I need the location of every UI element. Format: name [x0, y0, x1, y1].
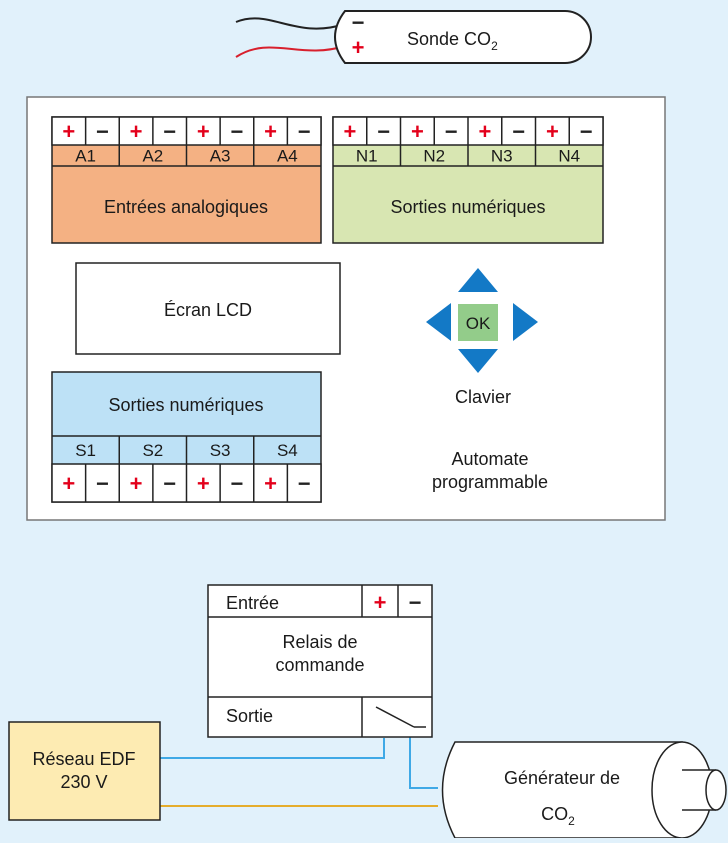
- digital-outputs-n-minus-terminal: −: [512, 119, 525, 144]
- digital-outputs-n-plus-terminal: +: [343, 119, 356, 144]
- digital-outputs-n-channel-label: N4: [558, 147, 580, 166]
- analog-inputs-minus-terminal: −: [298, 119, 311, 144]
- edf-grid: Réseau EDF 230 V: [8, 721, 161, 821]
- digital-outputs-n-terminals: +−+−+−+−: [343, 117, 593, 145]
- analog-inputs-minus-terminal: −: [231, 119, 244, 144]
- analog-inputs-minus-terminal: −: [163, 119, 176, 144]
- digital-outputs-n-title: Sorties numériques: [390, 197, 545, 217]
- sensor-label: Sonde CO2: [407, 29, 498, 53]
- edf-grid-box: [8, 721, 161, 821]
- lcd-screen-frame: [75, 262, 341, 355]
- sensor-body: [334, 10, 592, 64]
- sensor-label-main: Sonde CO: [407, 29, 491, 49]
- sensor-plus-label: +: [352, 35, 365, 60]
- co2-sensor: − + Sonde CO2: [235, 10, 592, 64]
- analog-inputs-title: Entrées analogiques: [104, 197, 268, 217]
- keypad-up-arrow-icon[interactable]: [458, 268, 498, 292]
- wire-blue: [160, 738, 385, 759]
- digital-outputs-n-plus-terminal: +: [411, 119, 424, 144]
- keypad-label: Clavier: [455, 387, 511, 407]
- digital-outputs-s-plus-terminal: +: [130, 471, 143, 496]
- relay-minus-terminal: −: [409, 590, 422, 615]
- relay-title-line2: commande: [275, 655, 364, 675]
- edf-grid-line1: Réseau EDF: [32, 749, 135, 769]
- digital-outputs-s-channel-label: S1: [75, 441, 96, 460]
- keypad-left-arrow-icon[interactable]: [426, 303, 451, 341]
- keypad: OK Clavier: [426, 268, 538, 407]
- digital-outputs-n-plus-terminal: +: [546, 119, 559, 144]
- edf-grid-line2: 230 V: [60, 772, 107, 792]
- analog-inputs-plus-terminal: +: [197, 119, 210, 144]
- digital-outputs-s-channel-label: S4: [277, 441, 298, 460]
- co2-generator: Générateur de CO2: [441, 741, 727, 839]
- lcd-screen-label: Écran LCD: [164, 300, 252, 320]
- digital-outputs-n-channel-label: N1: [356, 147, 378, 166]
- analog-inputs-channel-label: A1: [75, 147, 96, 166]
- digital-outputs-s-minus-terminal: −: [96, 471, 109, 496]
- digital-outputs-s-plus-terminal: +: [62, 471, 75, 496]
- analog-inputs-channels: A1 A2 A3 A4: [75, 145, 298, 166]
- digital-outputs-s-channel-label: S2: [142, 441, 163, 460]
- keypad-right-arrow-icon[interactable]: [513, 303, 538, 341]
- digital-outputs-s-terminals: +−+−+−+−: [62, 464, 311, 502]
- sensor-minus-label: −: [352, 10, 365, 35]
- digital-outputs-n-channel-label: N2: [423, 147, 445, 166]
- digital-outputs-n-minus-terminal: −: [580, 119, 593, 144]
- digital-outputs-s-channels: S1 S2 S3 S4: [75, 436, 298, 464]
- generator-line2-main: CO: [541, 804, 568, 824]
- sensor-wire-black: [235, 17, 346, 30]
- digital-outputs-n-minus-terminal: −: [377, 119, 390, 144]
- generator-line2-sub: 2: [568, 814, 575, 828]
- command-relay: Entrée + − Relais de commande Sortie: [207, 584, 433, 738]
- analog-inputs-channel-label: A3: [210, 147, 231, 166]
- generator-nozzle-end: [705, 769, 727, 811]
- digital-outputs-s-channel-label: S3: [210, 441, 231, 460]
- sensor-wire-red: [235, 45, 346, 58]
- digital-outputs-s-minus-terminal: −: [163, 471, 176, 496]
- analog-inputs-plus-terminal: +: [62, 119, 75, 144]
- relay-input-label: Entrée: [226, 593, 279, 613]
- keypad-ok-label: OK: [466, 314, 491, 333]
- digital-outputs-s-title: Sorties numériques: [108, 395, 263, 415]
- relay-switch-icon: [375, 706, 415, 728]
- digital-outputs-n-channels: N1 N2 N3 N4: [356, 145, 580, 166]
- wire-blue-generator: [409, 730, 438, 789]
- generator-line2: CO2: [541, 804, 575, 828]
- analog-inputs-channel-label: A2: [142, 147, 163, 166]
- analog-inputs-channel-label: A4: [277, 147, 298, 166]
- digital-outputs-n-channel-label: N3: [491, 147, 513, 166]
- digital-outputs-s-plus-terminal: +: [197, 471, 210, 496]
- lcd-screen: Écran LCD: [75, 262, 341, 355]
- analog-inputs-minus-terminal: −: [96, 119, 109, 144]
- relay-plus-terminal: +: [374, 590, 387, 615]
- relay-title-line1: Relais de: [282, 632, 357, 652]
- digital-outputs-s-minus-terminal: −: [231, 471, 244, 496]
- sensor-label-sub: 2: [491, 39, 498, 53]
- digital-outputs-s-plus-terminal: +: [264, 471, 277, 496]
- relay-output-label: Sortie: [226, 706, 273, 726]
- keypad-down-arrow-icon[interactable]: [458, 349, 498, 373]
- generator-line1: Générateur de: [504, 768, 620, 788]
- analog-inputs-terminals: +−+−+−+−: [62, 117, 311, 145]
- keypad-ok-button[interactable]: [458, 304, 498, 341]
- relay-frame: [207, 584, 433, 738]
- automate-caption-line2: programmable: [432, 472, 548, 492]
- digital-outputs-n-plus-terminal: +: [478, 119, 491, 144]
- digital-outputs-s-minus-terminal: −: [298, 471, 311, 496]
- automate-caption-line1: Automate: [451, 449, 528, 469]
- analog-inputs-plus-terminal: +: [130, 119, 143, 144]
- analog-inputs-plus-terminal: +: [264, 119, 277, 144]
- digital-outputs-n-minus-terminal: −: [445, 119, 458, 144]
